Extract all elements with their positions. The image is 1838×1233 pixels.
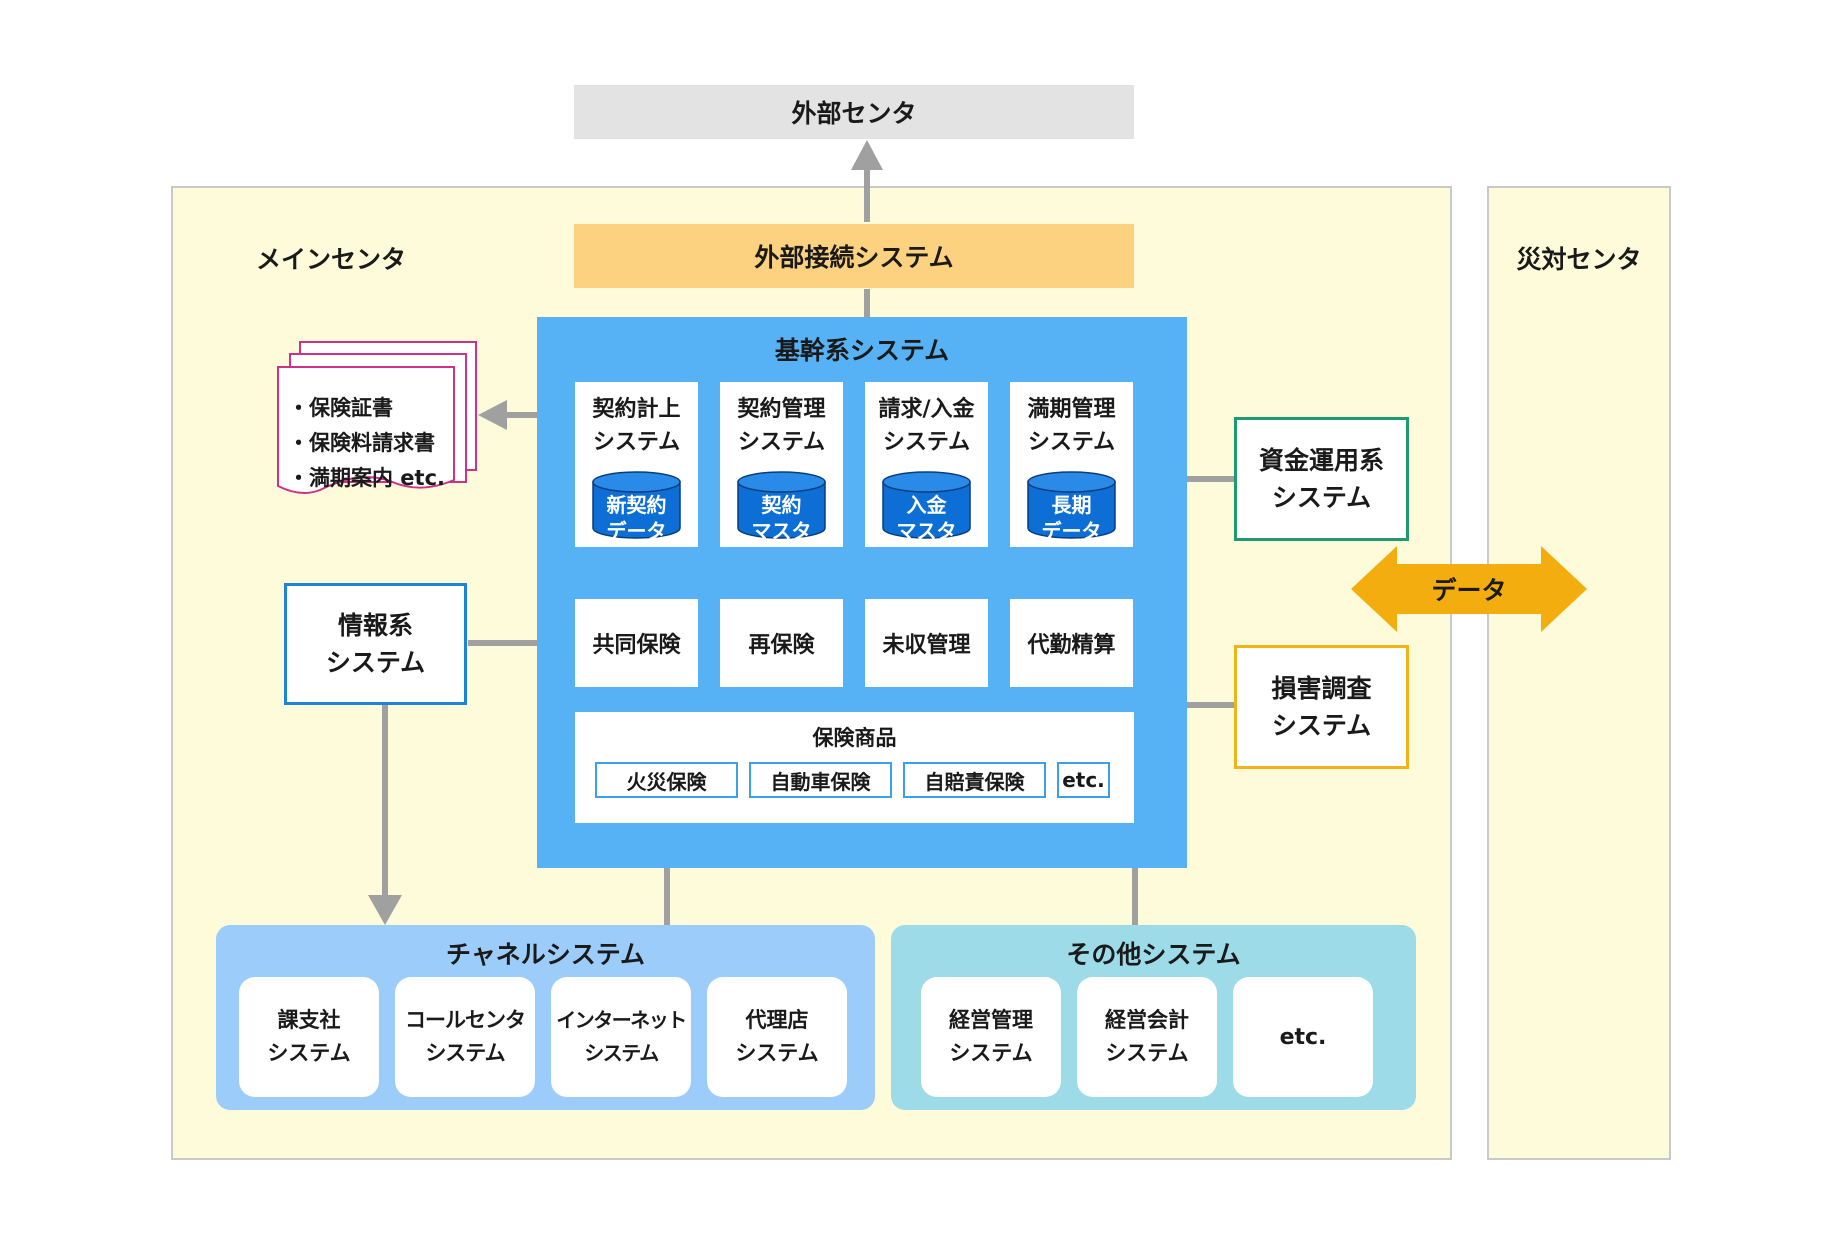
database-icon: 長期 データ [1026, 470, 1117, 543]
core-module-card: 契約管理 システム 契約 マスタ [720, 382, 843, 547]
fund-system-box: 資金運用系 システム [1234, 417, 1409, 541]
document-item: ・満期案内 etc. [288, 466, 446, 490]
channel-item-card: 課支社 システム [239, 977, 379, 1097]
database-label: 入金 マスタ [896, 493, 957, 543]
core-function-box: 共同保険 [575, 599, 698, 687]
data-arrow-label: データ [1431, 576, 1507, 605]
other-item-card: 経営会計 システム [1077, 977, 1217, 1097]
product-tag: 火災保険 [595, 762, 738, 798]
other-item-card: 経営管理 システム [921, 977, 1061, 1097]
product-tag: 自賠責保険 [903, 762, 1046, 798]
document-stack-icon [277, 341, 477, 494]
damage-system-box: 損害調査 システム [1234, 645, 1409, 769]
database-label: 新契約 データ [606, 493, 667, 543]
double-arrow-icon [1351, 546, 1587, 632]
product-tag: 自動車保険 [749, 762, 892, 798]
core-function-box: 未収管理 [865, 599, 988, 687]
dr-center-label: 災対センタ [1516, 245, 1642, 274]
documents-stack: ・保険証書 ・保険料請求書 ・満期案内 etc. [270, 340, 485, 515]
core-module-card: 満期管理 システム 長期 データ [1010, 382, 1133, 547]
gateway-box: 外部接続システム [574, 224, 1134, 288]
down-arrow-icon [368, 895, 402, 925]
channel-system-panel: チャネルシステム 課支社 システム コールセンタ システム インターネット シス… [216, 925, 875, 1110]
channel-item-card: 代理店 システム [707, 977, 847, 1097]
up-arrow-icon [851, 140, 883, 170]
core-function-box: 再保険 [720, 599, 843, 687]
main-center-label: メインセンタ [256, 245, 407, 274]
insurance-products-panel: 保険商品 火災保険 自動車保険 自賠責保険 etc. [575, 712, 1134, 823]
product-tag: etc. [1057, 762, 1110, 798]
core-function-box: 代勤精算 [1010, 599, 1133, 687]
dr-center-region [1487, 186, 1671, 1160]
core-module-card: 契約計上 システム 新契約 データ [575, 382, 698, 547]
other-item-card: etc. [1233, 977, 1373, 1097]
document-item: ・保険証書 [288, 396, 393, 420]
data-sync-arrow: データ [1351, 546, 1587, 632]
database-label: 長期 データ [1041, 493, 1102, 543]
core-module-label: 契約計上 システム [592, 397, 681, 455]
database-icon: 契約 マスタ [736, 470, 827, 543]
core-module-label: 契約管理 システム [737, 397, 826, 455]
left-arrow-icon [478, 400, 507, 430]
database-label: 契約 マスタ [751, 493, 812, 543]
other-system-title: その他システム [1066, 940, 1241, 969]
database-icon: 入金 マスタ [881, 470, 972, 543]
other-system-panel: その他システム 経営管理 システム 経営会計 システム etc. [891, 925, 1416, 1110]
document-item: ・保険料請求書 [288, 431, 435, 455]
core-module-label: 満期管理 システム [1027, 397, 1116, 455]
core-module-label: 請求/入金 システム [878, 397, 975, 455]
database-icon: 新契約 データ [591, 470, 682, 543]
info-system-box: 情報系 システム [284, 583, 467, 705]
channel-item-card: インターネット システム [551, 977, 691, 1097]
channel-system-title: チャネルシステム [445, 940, 645, 969]
channel-item-card: コールセンタ システム [395, 977, 535, 1097]
core-system-title: 基幹系システム [774, 336, 950, 365]
external-center-box: 外部センタ [574, 85, 1134, 139]
core-module-card: 請求/入金 システム 入金 マスタ [865, 382, 988, 547]
insurance-products-title: 保険商品 [812, 726, 897, 750]
core-system-box: 基幹系システム 契約計上 システム 新契約 データ 契約管理 システム 契約 マ… [537, 317, 1187, 868]
